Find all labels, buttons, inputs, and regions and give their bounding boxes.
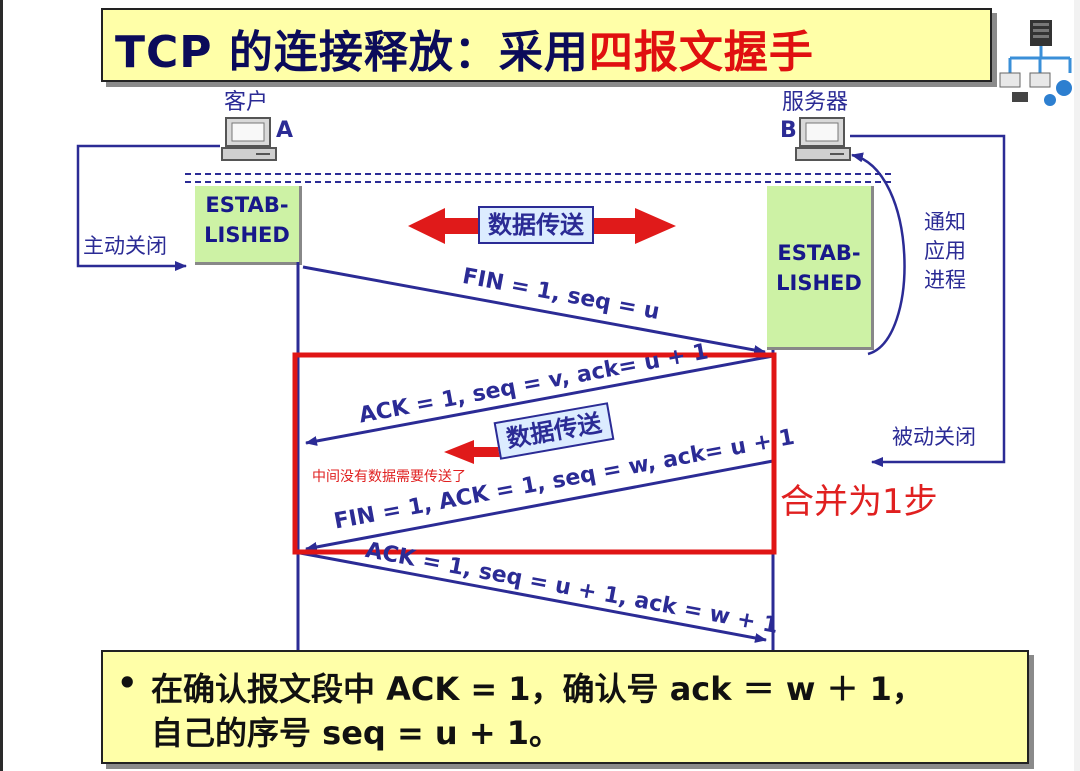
network-logo-icon <box>999 20 1072 106</box>
no-data-note: 中间没有数据需要传送了 <box>312 469 466 485</box>
active-close-connector <box>76 144 220 271</box>
title-highlight: 四报文握手 <box>588 27 814 78</box>
client-letter: A <box>276 118 294 143</box>
separator-dashed-top <box>185 173 891 175</box>
fin2-arrow <box>305 459 774 552</box>
server-state-line2: LISHED <box>776 271 862 295</box>
server-computer-icon <box>795 117 851 161</box>
bullet-point: • <box>117 664 138 702</box>
server-state-line1: ESTAB- <box>777 241 861 265</box>
server-label: 服务器 <box>782 90 849 115</box>
server-state-box: ESTAB- LISHED <box>767 186 874 350</box>
explanation-line1: 在确认报文段中 ACK = 1，确认号 ack ＝ w ＋ 1， <box>151 670 924 708</box>
client-label: 客户 <box>224 90 269 115</box>
client-state-line2: LISHED <box>204 223 290 247</box>
right-edge-bar <box>1074 0 1080 771</box>
notify-app-line1: 通知 <box>924 210 966 234</box>
notify-app-label: 通知 应用 进程 <box>924 208 972 295</box>
client-computer-icon <box>221 117 277 161</box>
explanation-box: • 在确认报文段中 ACK = 1，确认号 ack ＝ w ＋ 1， 自己的序号… <box>101 650 1029 764</box>
server-letter: B <box>780 118 797 143</box>
ack1-arrow <box>305 354 774 446</box>
separator-dashed-bottom <box>185 181 891 183</box>
passive-close-connector <box>850 134 1006 467</box>
client-state-line1: ESTAB- <box>205 193 289 217</box>
merge-highlight-box <box>292 352 777 555</box>
data-transfer-label-top: 数据传送 <box>478 206 594 244</box>
fin1-arrow <box>302 265 766 355</box>
title-main: TCP 的连接释放：采用 <box>115 27 589 78</box>
notify-app-line3: 进程 <box>924 268 966 292</box>
client-state-box: ESTAB- LISHED <box>195 186 302 265</box>
notify-app-connector <box>851 152 906 356</box>
active-close-label: 主动关闭 <box>83 234 167 258</box>
notify-app-line2: 应用 <box>924 239 966 263</box>
small-red-arrow <box>444 440 504 464</box>
title-banner: TCP 的连接释放：采用四报文握手 <box>101 8 992 82</box>
explanation-line2: 自己的序号 seq = u + 1。 <box>151 714 562 752</box>
title-text: TCP 的连接释放：采用四报文握手 <box>115 16 814 80</box>
passive-close-label: 被动关闭 <box>892 425 976 449</box>
merge-note: 合并为1步 <box>780 482 938 522</box>
ack2-arrow <box>299 551 767 643</box>
left-edge-bar <box>0 0 3 771</box>
